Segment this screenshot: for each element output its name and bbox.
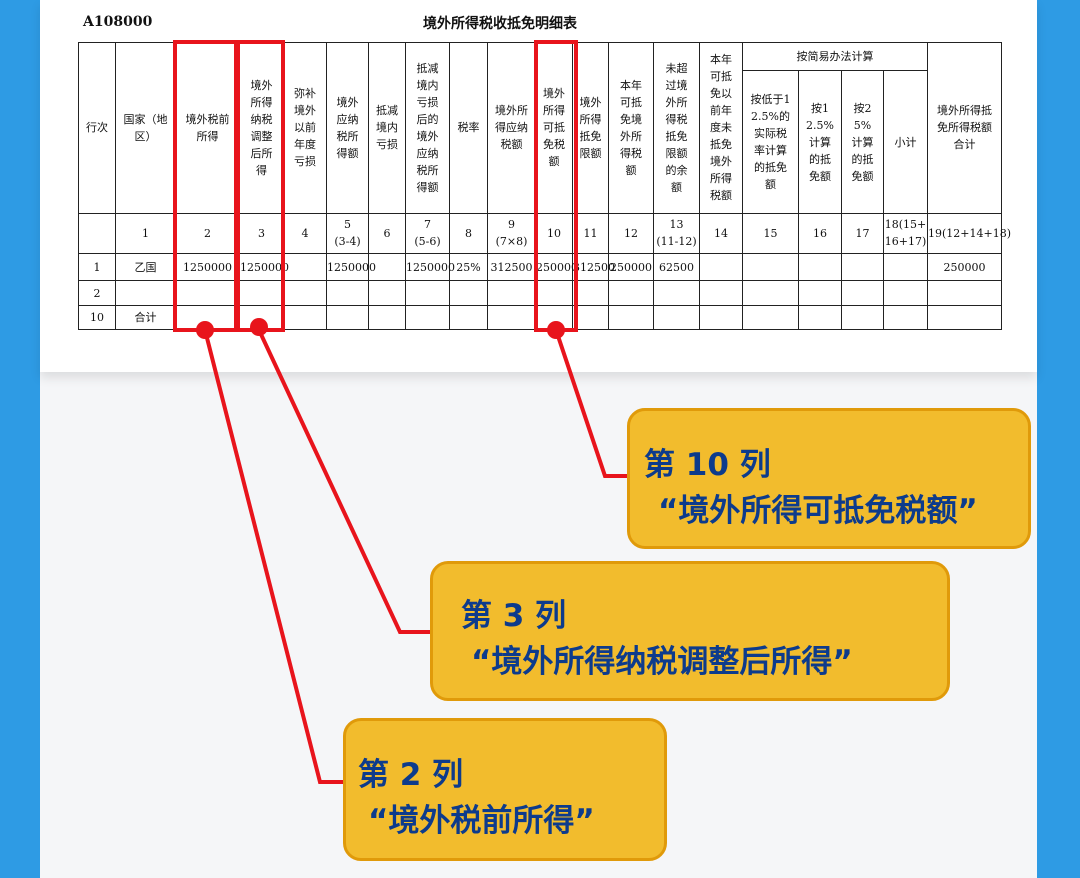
col-number-16: 16: [798, 212, 842, 255]
header-row-sub: 按低于12.5%的实际税率计算的抵免额 按12.5%计算的抵免额 按25%计算的…: [79, 70, 1002, 214]
form-title-text: 境外所得税收抵免明细表: [423, 16, 577, 32]
header-simple-method-group: 按简易办法计算: [742, 41, 928, 72]
table-row: 2: [78, 280, 1002, 306]
header-col-9: 境外所得应纳税额: [487, 42, 536, 214]
header-col-3: 境外所得纳税调整后所得: [239, 42, 284, 214]
table-row: 1 乙国 1250000 1250000 1250000 1250000 25%…: [78, 253, 1002, 282]
row1-col-12: 250000: [608, 253, 654, 282]
callout-col-2-title: 第 2 列: [358, 757, 464, 793]
row1-col-18: [883, 253, 928, 282]
header-row-top: 行次 国家（地区） 境外税前所得 境外所得纳税调整后所得 弥补境外以前年度亏损 …: [78, 41, 1002, 214]
row1-col-6: [368, 253, 406, 282]
row1-col-13: 62500: [653, 253, 700, 282]
col-number-19: 19(12+14+18): [927, 212, 1011, 255]
header-col-4: 弥补境外以前年度亏损: [283, 42, 327, 214]
header-col-2: 境外税前所得: [175, 42, 240, 214]
row1-col-5: 1250000: [326, 253, 376, 282]
col-number-13: 13(11-12): [653, 212, 700, 255]
row1-col-4: [283, 253, 327, 282]
row2-line: 2: [78, 280, 116, 306]
col-number-6: 6: [368, 212, 406, 255]
row1-col-15: [742, 253, 799, 282]
callout-col-3-title: 第 3 列: [461, 598, 567, 634]
form-title: 境外所得税收抵免明细表: [0, 13, 1000, 33]
row1-col-14: [699, 253, 743, 282]
header-col-13: 未超过境外所得税抵免限额的余额: [653, 42, 700, 214]
table-row: 10 合计: [78, 304, 1002, 331]
row1-country: 乙国: [115, 253, 176, 282]
credit-table: 行次 国家（地区） 境外税前所得 境外所得纳税调整后所得 弥补境外以前年度亏损 …: [78, 41, 1011, 331]
row1-col-16: [798, 253, 842, 282]
callout-col-2: 第 2 列 “境外税前所得”: [343, 718, 667, 861]
form-code: A108000: [83, 14, 153, 30]
col-number-0: [78, 212, 116, 255]
col-number-8: 8: [449, 212, 488, 255]
row3-line: 10: [78, 304, 116, 331]
header-col-7: 抵减境内亏损后的境外应纳税所得额: [405, 42, 450, 214]
row1-col-3: 1250000: [239, 253, 289, 282]
header-col-10: 境外所得可抵免税额: [535, 42, 573, 214]
row1-col-17: [841, 253, 884, 282]
header-col-16: 按12.5%计算的抵免额: [798, 70, 842, 214]
col-number-1: 1: [115, 212, 176, 255]
row1-line: 1: [78, 253, 116, 282]
header-col-17: 按25%计算的抵免额: [841, 70, 884, 214]
callout-col-10-text: “境外所得可抵免税额”: [658, 493, 978, 529]
col-number-15: 15: [742, 212, 799, 255]
col-number-11: 11: [572, 212, 609, 255]
row1-col-2: 1250000: [175, 253, 240, 282]
col-number-12: 12: [608, 212, 654, 255]
col-number-5: 5(3-4): [326, 212, 369, 255]
header-line-no: 行次: [78, 42, 116, 214]
callout-col-3-text: “境外所得纳税调整后所得”: [471, 644, 853, 680]
callout-col-3: 第 3 列 “境外所得纳税调整后所得”: [430, 561, 950, 701]
row1-col-8: 25%: [449, 253, 488, 282]
header-col-18: 小计: [883, 70, 928, 214]
header-col-5: 境外应纳税所得额: [326, 42, 369, 214]
col-number-9: 9(7×8): [487, 212, 536, 255]
callout-col-10-title: 第 10 列: [644, 447, 771, 483]
callout-col-2-text: “境外税前所得”: [368, 803, 595, 839]
callout-col-10: 第 10 列 “境外所得可抵免税额”: [627, 408, 1031, 549]
col-number-4: 4: [283, 212, 327, 255]
header-col-12: 本年可抵免境外所得税额: [608, 42, 654, 214]
row1-col-9: 312500: [487, 253, 536, 282]
header-col-15: 按低于12.5%的实际税率计算的抵免额: [742, 70, 799, 214]
col-number-7: 7(5-6): [405, 212, 450, 255]
header-country: 国家（地区）: [115, 42, 176, 214]
column-number-row: 1 2 3 4 5(3-4) 6 7(5-6) 8 9(7×8) 10 11 1…: [78, 212, 1011, 255]
row1-col-11: 312500: [572, 253, 615, 282]
col-number-17: 17: [841, 212, 884, 255]
header-col-14: 本年可抵免以前年度未抵免境外所得税额: [699, 42, 743, 214]
row1-col-10: 250000: [535, 253, 578, 282]
col-number-18: 18(15+16+17): [883, 212, 928, 255]
col-number-2: 2: [175, 212, 240, 255]
row1-col-7: 1250000: [405, 253, 455, 282]
header-col-6: 抵减境内亏损: [368, 42, 406, 214]
header-col-19: 境外所得抵免所得税额合计: [927, 42, 1002, 214]
col-number-14: 14: [699, 212, 743, 255]
col-number-10: 10: [535, 212, 573, 255]
row3-total-label: 合计: [115, 304, 176, 331]
col-number-3: 3: [239, 212, 284, 255]
header-col-11: 境外所得抵免限额: [572, 42, 609, 214]
row1-col-19: 250000: [927, 253, 1002, 282]
header-col-8: 税率: [449, 42, 488, 214]
